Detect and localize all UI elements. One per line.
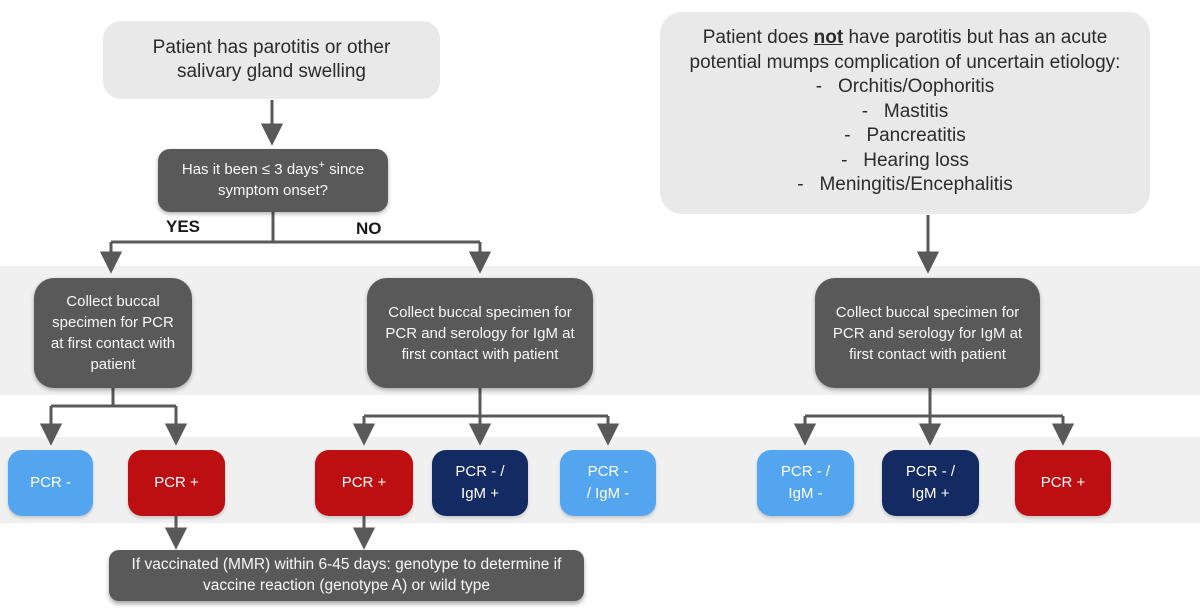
result-line2: / IgM - [586,485,630,502]
start-node-no-parotitis-intro: Patient does not have parotitis but has … [674,26,1136,75]
result-line1: PCR - / [455,463,505,481]
intro-after-bold: have parotitis but has an acute potentia… [689,27,1121,73]
result-line2: IgM + [911,485,950,502]
result-pcr-neg-igm-neg: PCR - / IgM - [560,450,656,516]
result-line1: PCR - [30,474,71,492]
result-line1: PCR + [1040,474,1086,492]
decision-node-text: Has it been ≤ 3 days+ since symptom onse… [168,160,378,201]
result-pcr-positive: PCR + [1015,450,1111,516]
result-line1: PCR - / [780,463,831,481]
genotype-note-node: If vaccinated (MMR) within 6-45 days: ge… [109,550,584,601]
start-node-no-parotitis: Patient does not have parotitis but has … [660,12,1150,214]
result-line1: PCR + [154,474,199,492]
complication-mastitis: - Mastitis [861,100,949,122]
result-pcr-neg-igm-neg: PCR - / IgM - [757,450,854,516]
complication-meningitis: - Meningitis/Encephalitis [797,174,1013,195]
result-line1: PCR + [341,474,387,492]
start-node-parotitis: Patient has parotitis or other salivary … [103,21,440,99]
result-line2: IgM + [461,485,499,502]
intro-before-bold: Patient does [702,27,814,48]
collect-pcr-serology-node-right: Collect buccal specimen for PCR and sero… [815,278,1040,388]
complication-orchitis: - Orchitis/Oophoritis [815,76,995,97]
branch-label-no: NO [356,219,382,238]
question-before-sup: Has it been ≤ 3 days [181,161,319,179]
collect-pcr-serology-text: Collect buccal specimen for PCR and sero… [385,303,575,363]
collect-pcr-node: Collect buccal specimen for PCR at first… [34,278,192,388]
result-pcr-neg-igm-pos: PCR - / IgM + [432,450,528,516]
question-after-sup: since symptom onset? [217,161,365,199]
connector-lines [39,100,1075,550]
genotype-note-text: If vaccinated (MMR) within 6-45 days: ge… [131,555,562,594]
complication-hearing-loss: - Hearing loss [841,149,969,171]
branch-label-yes: YES [166,217,201,236]
complication-pancreatitis: - Pancreatitis [844,125,966,146]
result-line2: IgM - [788,485,823,502]
question-superscript: + [318,159,325,172]
result-line1: PCR - [587,463,629,481]
collect-pcr-text: Collect buccal specimen for PCR at first… [50,293,176,373]
result-pcr-positive: PCR + [315,450,413,516]
result-pcr-negative: PCR - [8,450,93,516]
bold-not-word: not [813,27,844,48]
result-pcr-neg-igm-pos: PCR - / IgM + [882,450,979,516]
decision-node-3-days: Has it been ≤ 3 days+ since symptom onse… [158,149,388,212]
collect-pcr-serology-node: Collect buccal specimen for PCR and sero… [367,278,593,388]
result-pcr-positive: PCR + [128,450,225,516]
result-line1: PCR - / [905,463,956,481]
collect-pcr-serology-right-text: Collect buccal specimen for PCR and sero… [832,303,1023,363]
start-node-parotitis-text: Patient has parotitis or other salivary … [152,36,391,82]
